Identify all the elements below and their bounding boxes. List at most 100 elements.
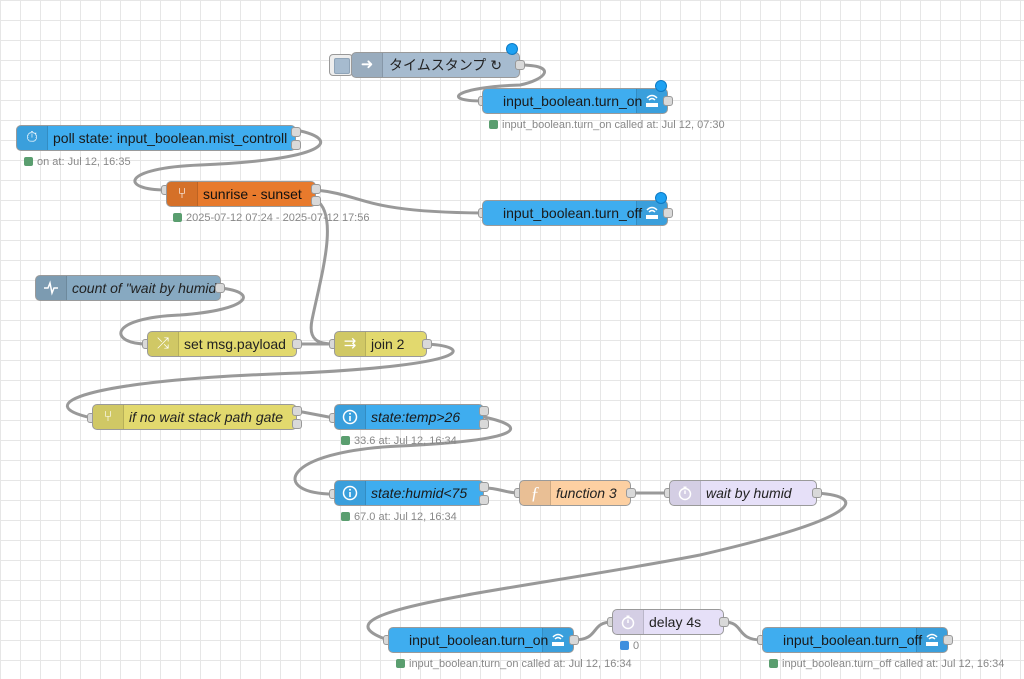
wire [309, 198, 336, 346]
delay-node-wait-humid[interactable]: wait by humid [669, 480, 817, 506]
node-status: 2025-07-12 07:24 - 2025-07-12 17:56 [173, 212, 369, 224]
node-label: function 3 [556, 485, 617, 501]
output-port[interactable] [291, 140, 301, 150]
node-label: count of "wait by humid" [72, 280, 222, 296]
status-dot [24, 157, 33, 166]
wire [314, 188, 484, 215]
branch-icon: ⑂ [93, 405, 124, 429]
output-port[interactable] [479, 419, 489, 429]
service-node-turn-off-top[interactable]: input_boolean.turn_off [482, 200, 668, 226]
status-dot [396, 659, 405, 668]
output-port[interactable] [663, 208, 673, 218]
join-node[interactable]: ⇉ join 2 [334, 331, 427, 357]
node-label: sunrise - sunset [203, 186, 302, 202]
node-label: input_boolean.turn_off [783, 632, 923, 648]
pulse-icon [36, 276, 67, 300]
wire [295, 409, 336, 420]
inject-button-face [334, 58, 350, 74]
branch-icon: ⑂ [167, 182, 198, 206]
service-node-turn-on-top[interactable]: input_boolean.turn_on [482, 88, 668, 114]
output-port[interactable] [479, 406, 489, 416]
output-port[interactable] [626, 488, 636, 498]
node-status: input_boolean.turn_on called at: Jul 12,… [489, 119, 725, 131]
status-node-count-wait[interactable]: count of "wait by humid" [35, 275, 221, 301]
node-status: input_boolean.turn_off called at: Jul 12… [769, 658, 1004, 670]
output-port[interactable] [479, 482, 489, 492]
output-port[interactable] [479, 495, 489, 505]
changed-indicator [655, 80, 667, 92]
output-port[interactable] [292, 406, 302, 416]
node-label: input_boolean.turn_off [503, 205, 643, 221]
node-label: wait by humid [706, 485, 792, 501]
inject-node-timestamp[interactable]: ➜ タイムスタンプ ↻ [351, 52, 520, 78]
state-node-temp[interactable]: state:temp>26 [334, 404, 484, 430]
wire [65, 342, 455, 420]
output-port[interactable] [292, 339, 302, 349]
wire [572, 620, 614, 642]
output-port[interactable] [515, 60, 525, 70]
inject-trigger-button[interactable] [329, 54, 353, 76]
router-icon [542, 628, 573, 652]
changed-indicator [655, 192, 667, 204]
stopwatch-icon [613, 610, 644, 634]
shuffle-icon: ⤮ [148, 332, 179, 356]
output-port[interactable] [719, 617, 729, 627]
output-port[interactable] [311, 184, 321, 194]
node-status: on at: Jul 12, 16:35 [24, 156, 131, 168]
wire [133, 128, 323, 192]
output-port[interactable] [291, 127, 301, 137]
status-dot [489, 120, 498, 129]
output-port[interactable] [812, 488, 822, 498]
node-label: set msg.payload [184, 336, 286, 352]
changed-indicator [506, 43, 518, 55]
node-label: state:temp>26 [371, 409, 461, 425]
stopwatch-icon [670, 481, 701, 505]
output-port[interactable] [663, 96, 673, 106]
state-node-humid[interactable]: state:humid<75 [334, 480, 484, 506]
node-label: input_boolean.turn_on [503, 93, 643, 109]
router-icon [636, 201, 667, 225]
node-label: delay 4s [649, 614, 702, 630]
wire [457, 63, 546, 103]
node-label: input_boolean.turn_on [409, 632, 549, 648]
status-dot [341, 512, 350, 521]
node-label: タイムスタンプ ↻ [389, 57, 502, 73]
output-port[interactable] [311, 196, 321, 206]
router-icon [916, 628, 947, 652]
output-port[interactable] [422, 339, 432, 349]
node-label: if no wait stack path gate [129, 409, 284, 425]
status-dot [341, 436, 350, 445]
status-dot [620, 641, 629, 650]
delay-node-4s[interactable]: delay 4s [612, 609, 724, 635]
wire [119, 286, 245, 346]
output-port[interactable] [569, 635, 579, 645]
join-icon: ⇉ [335, 332, 366, 356]
status-dot [173, 213, 182, 222]
wire [366, 491, 848, 642]
node-status: 67.0 at: Jul 12, 16:34 [341, 511, 457, 523]
node-label: join 2 [371, 336, 405, 352]
output-port[interactable] [292, 419, 302, 429]
arrow-right-icon: ➜ [352, 53, 383, 77]
node-label: poll state: input_boolean.mist_controll [53, 130, 288, 146]
poll-state-node[interactable]: ⏱ poll state: input_boolean.mist_control… [16, 125, 296, 151]
timer-icon: ⏱ [17, 126, 48, 150]
router-icon [636, 89, 667, 113]
output-port[interactable] [215, 283, 225, 293]
status-dot [769, 659, 778, 668]
function-icon: ƒ [520, 481, 551, 505]
function-node[interactable]: ƒ function 3 [519, 480, 631, 506]
info-icon [335, 481, 366, 505]
node-status: 33.6 at: Jul 12, 16:34 [341, 435, 457, 447]
node-status: 0 [620, 640, 639, 652]
service-node-turn-on-bottom[interactable]: input_boolean.turn_on [388, 627, 574, 653]
switch-node-gate[interactable]: ⑂ if no wait stack path gate [92, 404, 297, 430]
node-label: state:humid<75 [371, 485, 468, 501]
wire [293, 415, 513, 496]
change-node-set-payload[interactable]: ⤮ set msg.payload [147, 331, 297, 357]
service-node-turn-off-bottom[interactable]: input_boolean.turn_off [762, 627, 948, 653]
node-status: input_boolean.turn_on called at: Jul 12,… [396, 658, 632, 670]
output-port[interactable] [943, 635, 953, 645]
switch-node-sunrise-sunset[interactable]: ⑂ sunrise - sunset [166, 181, 316, 207]
